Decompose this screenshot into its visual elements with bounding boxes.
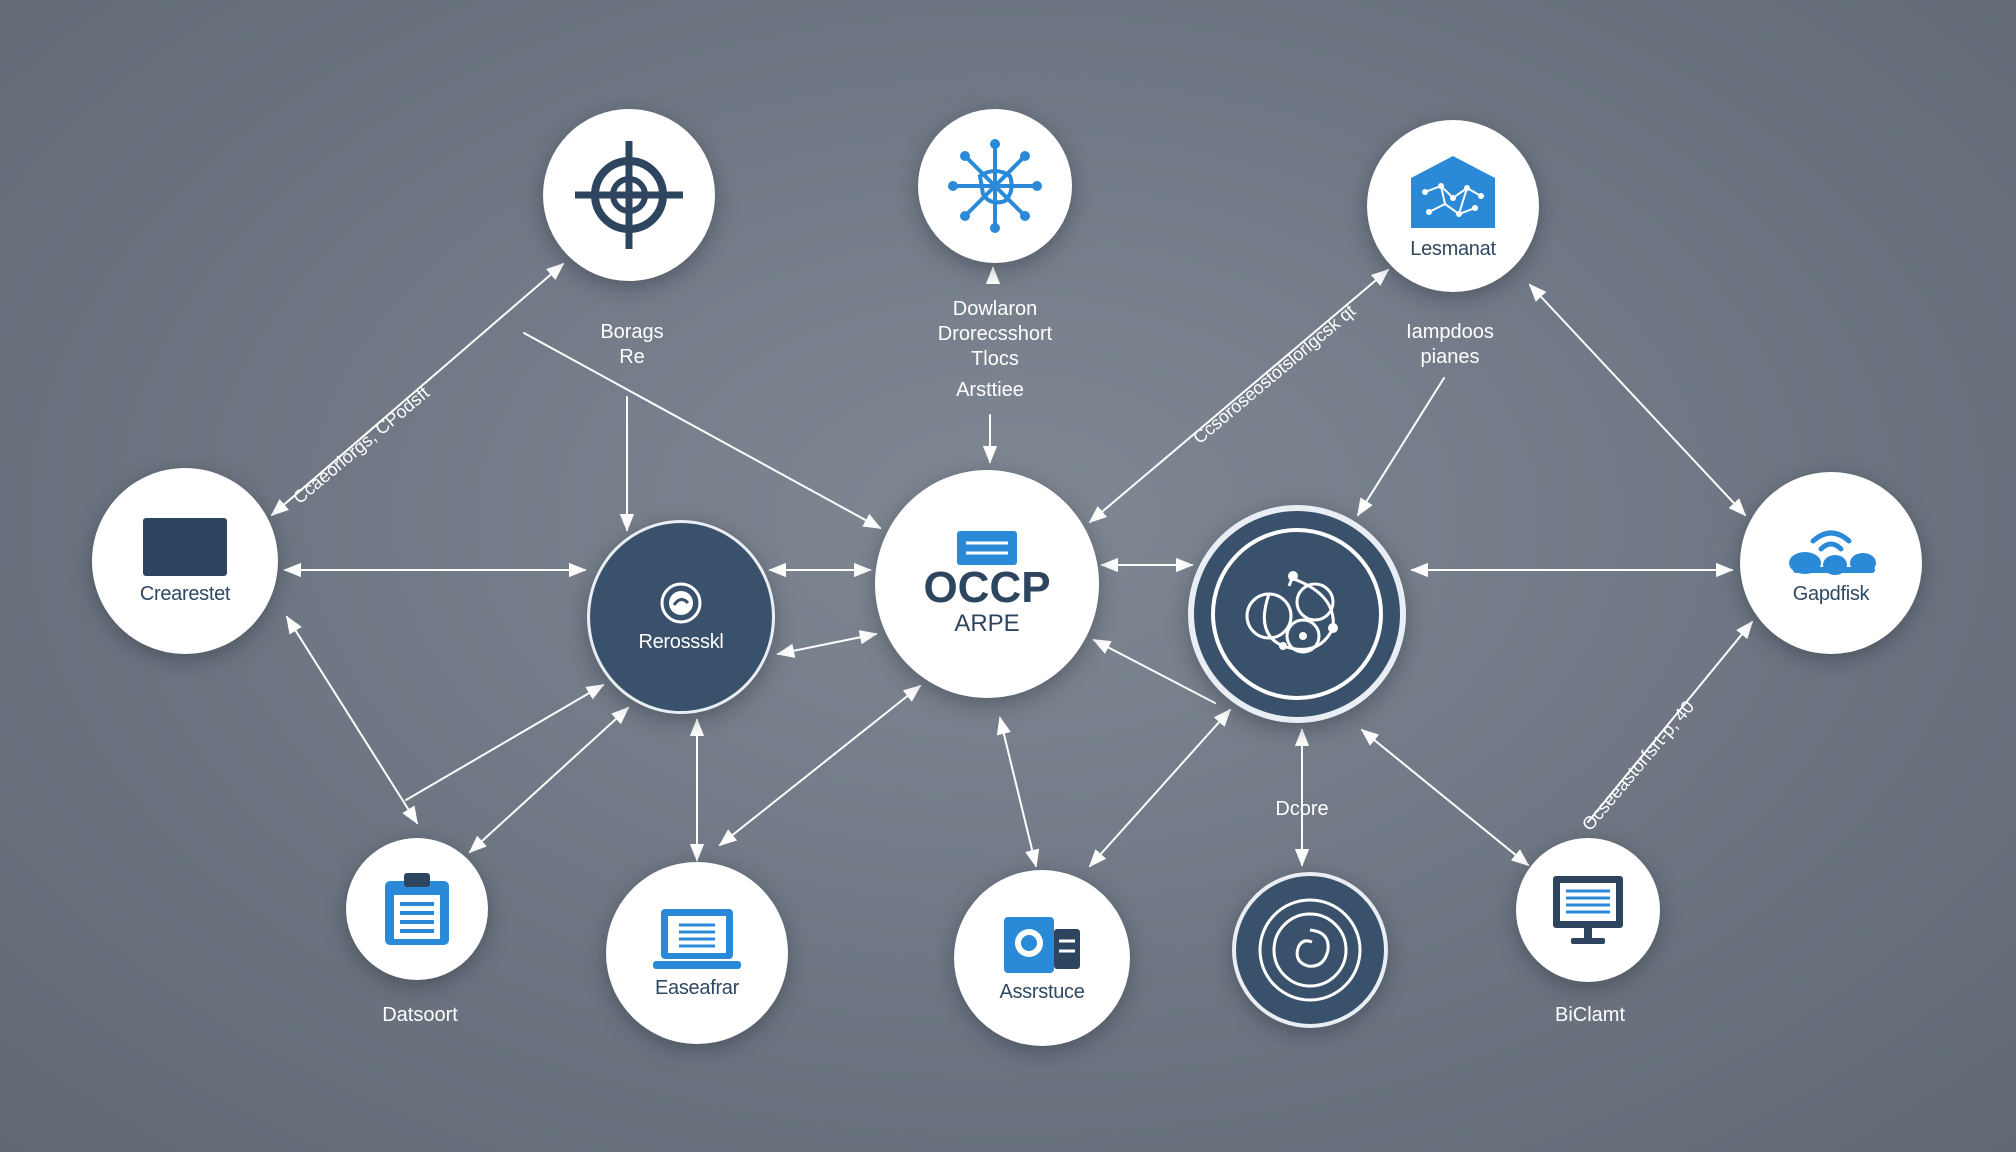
laptop-node[interactable]: Easeafrar <box>606 862 788 1044</box>
network-caption-line-2: Drorecsshort <box>937 323 1053 345</box>
edge-desktop-right <box>1587 620 1754 823</box>
edge-center-camera <box>996 716 1040 868</box>
clipboard-node[interactable] <box>346 838 488 980</box>
dark-left-label: Rerossskl <box>638 630 724 653</box>
edge-targetcaption-center <box>523 332 882 529</box>
circuit-house-icon <box>1411 155 1495 228</box>
camera-icon <box>1004 916 1080 973</box>
badge-icon <box>660 582 702 623</box>
edge-leafcaption-darkright <box>1357 377 1445 517</box>
leaf-caption-line-2: pianes <box>1420 346 1480 368</box>
desktop-caption: BiClamt <box>1554 1004 1625 1026</box>
edge-clipboard-darkleft <box>405 684 605 801</box>
center-node[interactable]: OCCP ARPE <box>875 470 1099 698</box>
dark-right-node[interactable] <box>1188 505 1406 723</box>
leaf-label: Lesmanat <box>1410 237 1496 260</box>
clipboard-caption: Datsoort <box>382 1004 458 1026</box>
edge-darkleft-clipboard <box>468 706 630 854</box>
dark-right-caption: Dcore <box>1275 798 1329 820</box>
desktop-icon <box>1553 876 1623 944</box>
leaf-caption: Iampdoos pianes <box>1380 320 1520 370</box>
edge-darkright-desktop <box>1360 728 1530 867</box>
right-label: Gapdfisk <box>1792 582 1870 605</box>
center-title: OCCP <box>923 563 1051 612</box>
network-icon <box>948 139 1042 233</box>
left-label: Crearestet <box>139 582 231 605</box>
document-icon <box>957 531 1017 565</box>
center-subtitle: ARPE <box>954 610 1020 637</box>
leaf-node[interactable]: Lesmanat <box>1367 120 1539 292</box>
edge-center-leaf <box>1088 268 1390 524</box>
camera-node[interactable]: Assrstuce <box>954 870 1130 1046</box>
wifi-cloud-icon <box>1789 530 1876 575</box>
network-node[interactable] <box>918 109 1072 263</box>
leaf-caption-line-1: Iampdoos <box>1406 321 1494 343</box>
molecule-icon <box>1211 528 1383 700</box>
edge-center-darkright-2 <box>1092 639 1216 704</box>
edge-leaf-right <box>1528 283 1747 517</box>
laptop-label: Easeafrar <box>654 976 739 999</box>
camera-label: Assrstuce <box>999 980 1085 1003</box>
network-extra-caption: Arsttiee <box>956 379 1024 401</box>
target-icon <box>575 141 683 249</box>
dark-bottom-node[interactable] <box>1232 872 1388 1028</box>
target-caption: Borags Re <box>567 320 697 370</box>
laptop-icon <box>653 908 741 969</box>
edge-left-clipboard <box>286 615 418 825</box>
target-node[interactable] <box>543 109 715 281</box>
network-caption-line-3: Tlocs <box>971 348 1019 370</box>
monitor-icon <box>143 517 227 576</box>
right-node[interactable]: Gapdfisk <box>1740 472 1922 654</box>
left-node[interactable]: Crearestet <box>92 468 278 654</box>
network-caption: Dowlaron Drorecsshort Tlocs <box>900 297 1090 372</box>
network-caption-line-1: Dowlaron <box>952 298 1038 320</box>
spiral-icon <box>1258 898 1362 1002</box>
desktop-node[interactable] <box>1516 838 1660 982</box>
clipboard-icon <box>385 873 449 945</box>
edge-camera-darkright <box>1088 708 1232 868</box>
target-caption-line-1: Borags <box>600 321 664 343</box>
edge-left-target <box>270 262 565 517</box>
edge-darkleft-center-2 <box>776 630 878 658</box>
edge-laptop-center <box>718 684 922 847</box>
dark-left-node[interactable]: Rerossskl <box>587 520 775 714</box>
target-caption-line-2: Re <box>619 346 645 368</box>
